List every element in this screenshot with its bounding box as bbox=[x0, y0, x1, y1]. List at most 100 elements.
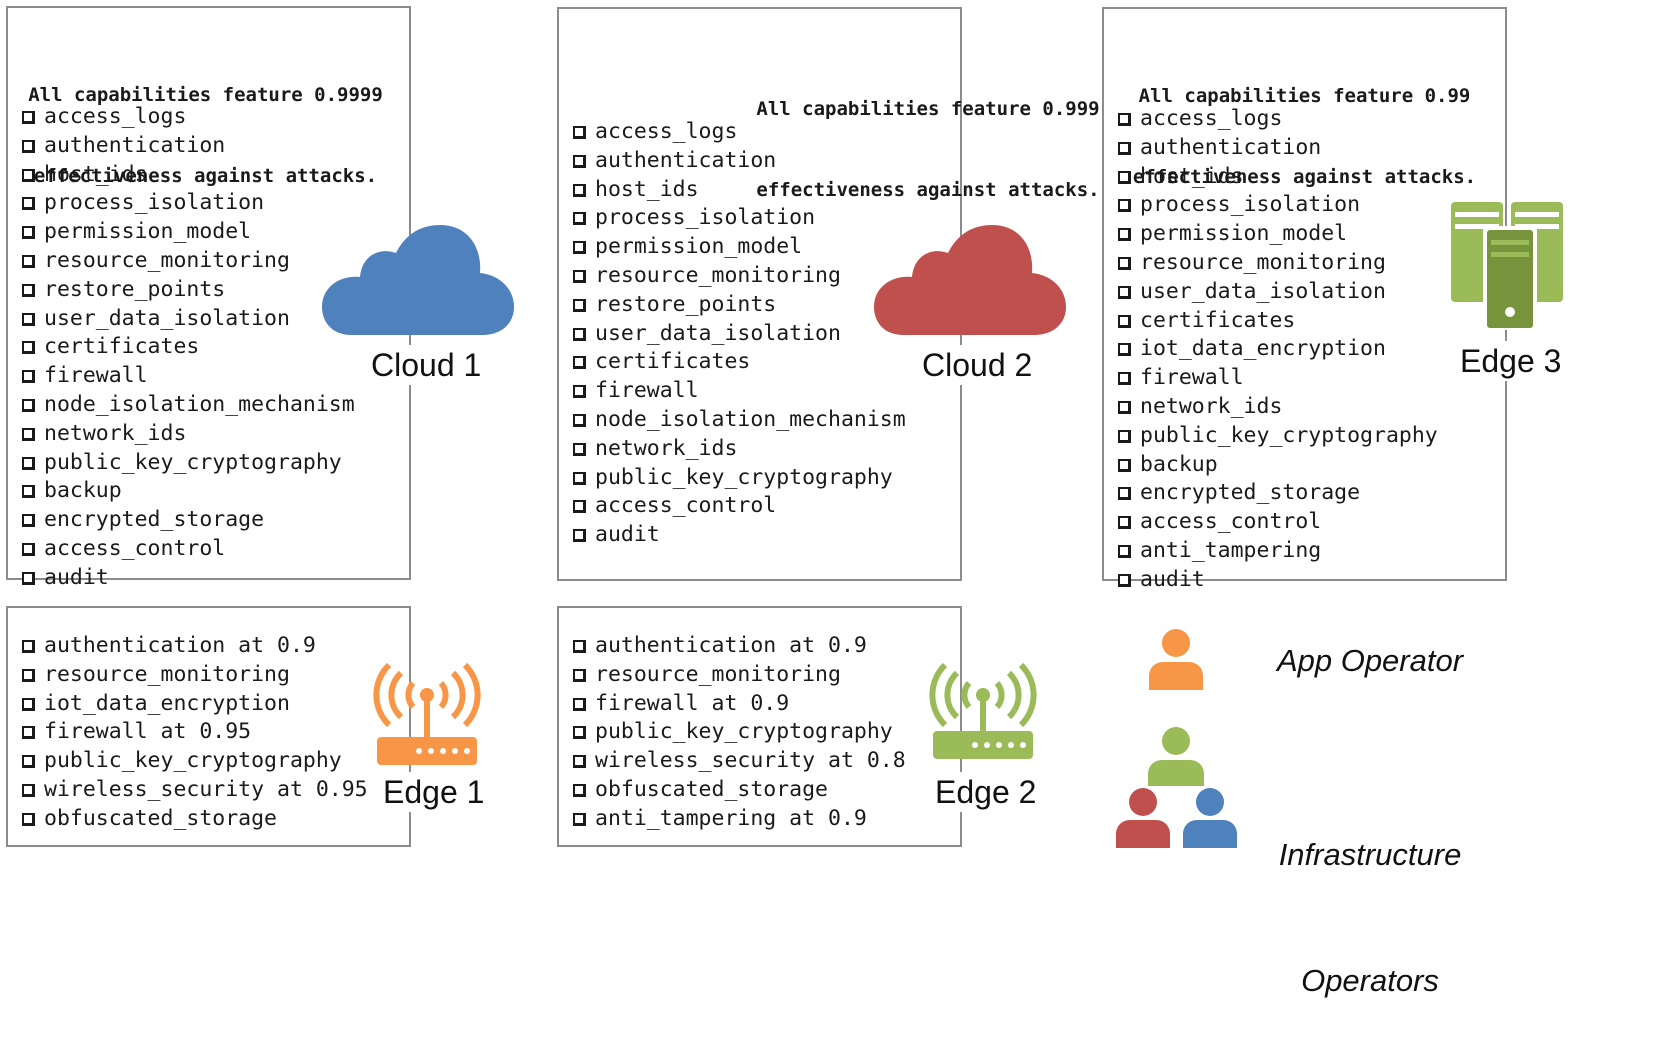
capability-name: access_control bbox=[595, 493, 777, 519]
capability-item: obfuscated_storage bbox=[573, 776, 906, 805]
capability-item: node_isolation_mechanism bbox=[22, 391, 355, 420]
capability-name: resource_monitoring bbox=[1140, 249, 1386, 275]
checkbox-icon bbox=[573, 385, 586, 399]
capability-item: public_key_cryptography bbox=[573, 718, 906, 747]
capability-name: obfuscated_storage bbox=[595, 776, 828, 802]
cloud2-label: Cloud 2 bbox=[916, 345, 1039, 385]
capability-name: user_data_isolation bbox=[1140, 278, 1386, 304]
checkbox-icon bbox=[1118, 458, 1131, 472]
legend-infra-line1: Infrastructure bbox=[1278, 837, 1462, 872]
capability-item: firewall bbox=[1118, 364, 1438, 393]
cloud-icon bbox=[322, 225, 514, 335]
checkbox-icon bbox=[573, 755, 586, 769]
capability-name: restore_points bbox=[595, 291, 777, 317]
capability-item: certificates bbox=[22, 333, 355, 362]
checkbox-icon bbox=[22, 398, 35, 412]
capability-item: resource_monitoring bbox=[22, 247, 355, 276]
checkbox-icon bbox=[573, 442, 586, 456]
checkbox-icon bbox=[573, 529, 586, 543]
cloud2-header: All capabilities feature 0.999 effective… bbox=[559, 42, 1297, 258]
capability-item: host_ids bbox=[573, 176, 906, 205]
capability-name: backup bbox=[44, 478, 122, 504]
cloud1-label: Cloud 1 bbox=[365, 345, 488, 385]
checkbox-icon bbox=[1118, 170, 1131, 184]
checkbox-icon bbox=[573, 298, 586, 312]
capability-name: public_key_cryptography bbox=[1140, 422, 1438, 448]
checkbox-icon bbox=[22, 726, 35, 740]
cloud1-header-line1: All capabilities feature 0.9999 bbox=[28, 84, 383, 106]
capability-item: firewall at 0.95 bbox=[22, 718, 368, 747]
checkbox-icon bbox=[573, 640, 586, 653]
capability-name: public_key_cryptography bbox=[595, 464, 893, 490]
checkbox-icon bbox=[573, 154, 586, 168]
capability-name: resource_monitoring bbox=[595, 661, 841, 687]
checkbox-icon bbox=[22, 312, 35, 326]
capability-item: authentication at 0.9 bbox=[22, 632, 368, 661]
checkbox-icon bbox=[1118, 516, 1131, 530]
capability-name: audit bbox=[1140, 566, 1205, 592]
capability-name: host_ids bbox=[595, 176, 699, 202]
checkbox-icon bbox=[22, 168, 35, 182]
checkbox-icon bbox=[22, 197, 35, 211]
checkbox-icon bbox=[573, 783, 586, 797]
checkbox-icon bbox=[573, 413, 586, 427]
checkbox-icon bbox=[573, 356, 586, 370]
capability-name: public_key_cryptography bbox=[44, 748, 342, 774]
capability-item: access_control bbox=[573, 492, 906, 521]
capability-item: resource_monitoring bbox=[1118, 249, 1438, 278]
checkbox-icon bbox=[1118, 228, 1131, 242]
capability-name: restore_points bbox=[44, 276, 226, 302]
legend-infra-line2: Operators bbox=[1301, 963, 1439, 998]
capability-item: resource_monitoring bbox=[573, 661, 906, 690]
capability-item: obfuscated_storage bbox=[22, 805, 368, 834]
capability-name: certificates bbox=[44, 334, 200, 360]
checkbox-icon bbox=[22, 341, 35, 355]
checkbox-icon bbox=[1118, 400, 1131, 414]
capability-name: iot_data_encryption bbox=[44, 690, 290, 716]
capability-item: encrypted_storage bbox=[1118, 479, 1438, 508]
checkbox-icon bbox=[22, 139, 35, 153]
checkbox-icon bbox=[1118, 199, 1131, 213]
checkbox-icon bbox=[22, 668, 35, 682]
capability-item: public_key_cryptography bbox=[1118, 422, 1438, 451]
checkbox-icon bbox=[573, 269, 586, 283]
capability-name: wireless_security at 0.8 bbox=[595, 748, 906, 774]
capability-name: firewall at 0.95 bbox=[44, 719, 252, 745]
checkbox-icon bbox=[1118, 487, 1131, 501]
checkbox-icon bbox=[22, 542, 35, 556]
capability-item: backup bbox=[22, 477, 355, 506]
edge3-capabilities-box: All capabilities feature 0.99 effectiven… bbox=[1102, 7, 1507, 592]
checkbox-icon bbox=[573, 726, 586, 740]
checkbox-icon bbox=[573, 241, 586, 255]
edge2-label: Edge 2 bbox=[929, 772, 1043, 812]
checkbox-icon bbox=[573, 183, 586, 197]
capability-name: backup bbox=[1140, 451, 1218, 477]
capability-name: authentication bbox=[595, 147, 777, 173]
capability-item: authentication bbox=[1118, 134, 1438, 163]
capability-name: authentication at 0.9 bbox=[595, 633, 867, 658]
capability-item: iot_data_encryption bbox=[22, 690, 368, 719]
cloud-icon bbox=[874, 225, 1066, 335]
capability-item: authentication bbox=[22, 132, 355, 161]
checkbox-icon bbox=[573, 697, 586, 711]
capability-item: wireless_security at 0.95 bbox=[22, 776, 368, 805]
capability-item: anti_tampering at 0.9 bbox=[573, 805, 906, 834]
capability-item: process_isolation bbox=[573, 204, 906, 233]
capability-name: network_ids bbox=[595, 435, 738, 461]
capability-name: access_logs bbox=[1140, 106, 1283, 131]
capability-item: access_control bbox=[1118, 508, 1438, 537]
capability-name: access_control bbox=[44, 535, 226, 561]
capability-item: node_isolation_mechanism bbox=[573, 406, 906, 435]
edge3-label: Edge 3 bbox=[1454, 341, 1568, 381]
capability-item: audit bbox=[573, 521, 906, 550]
edge3-header-line1: All capabilities feature 0.99 bbox=[1138, 85, 1471, 107]
capability-name: firewall at 0.9 bbox=[595, 690, 790, 716]
capability-item: public_key_cryptography bbox=[22, 747, 368, 776]
cloud2-capabilities-box: All capabilities feature 0.999 effective… bbox=[557, 7, 1100, 581]
wifi-router-icon bbox=[373, 662, 481, 765]
capability-item: user_data_isolation bbox=[22, 305, 355, 334]
capability-name: access_logs bbox=[595, 119, 738, 144]
